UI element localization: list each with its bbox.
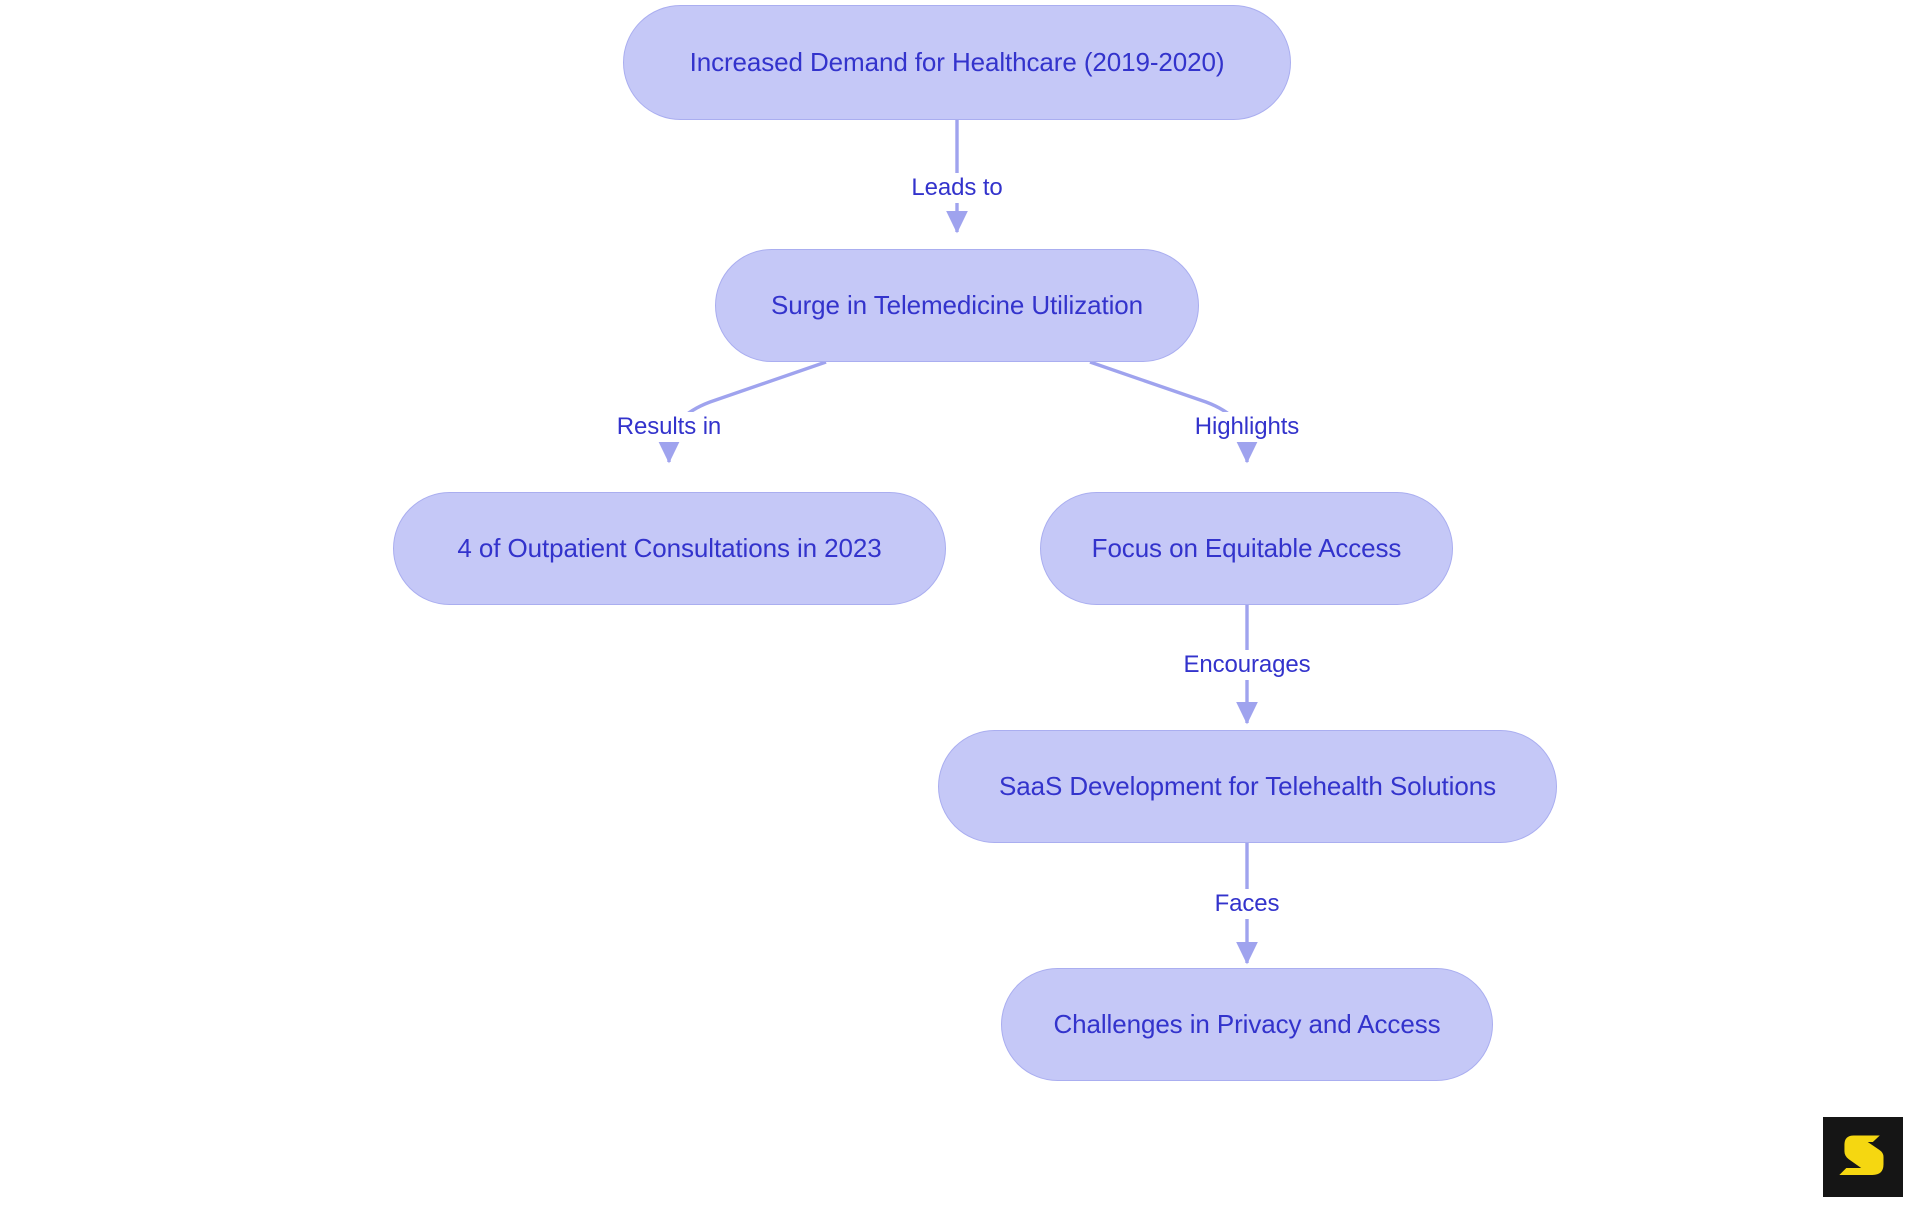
edge-label-highlights: Highlights [1187,412,1307,442]
node-label: 4 of Outpatient Consultations in 2023 [457,533,882,563]
node-privacy-challenges[interactable]: Challenges in Privacy and Access [1001,968,1493,1081]
node-label: SaaS Development for Telehealth Solution… [999,771,1496,801]
node-saas-development[interactable]: SaaS Development for Telehealth Solution… [938,730,1557,843]
node-increased-demand[interactable]: Increased Demand for Healthcare (2019-20… [623,5,1291,120]
node-surge-telemedicine[interactable]: Surge in Telemedicine Utilization [715,249,1199,362]
node-outpatient-consultations[interactable]: 4 of Outpatient Consultations in 2023 [393,492,946,605]
edge-label-encourages: Encourages [1176,650,1318,680]
node-label: Surge in Telemedicine Utilization [771,290,1143,320]
node-label: Focus on Equitable Access [1091,533,1402,563]
edge-label-leads-to: Leads to [904,173,1010,203]
node-equitable-access[interactable]: Focus on Equitable Access [1040,492,1453,605]
edge-label-results-in: Results in [609,412,729,442]
s-logo [1823,1117,1903,1197]
node-label: Increased Demand for Healthcare (2019-20… [689,47,1225,77]
s-logo-glyph [1839,1135,1884,1175]
node-label: Challenges in Privacy and Access [1053,1009,1441,1039]
edge-label-faces: Faces [1207,889,1287,919]
